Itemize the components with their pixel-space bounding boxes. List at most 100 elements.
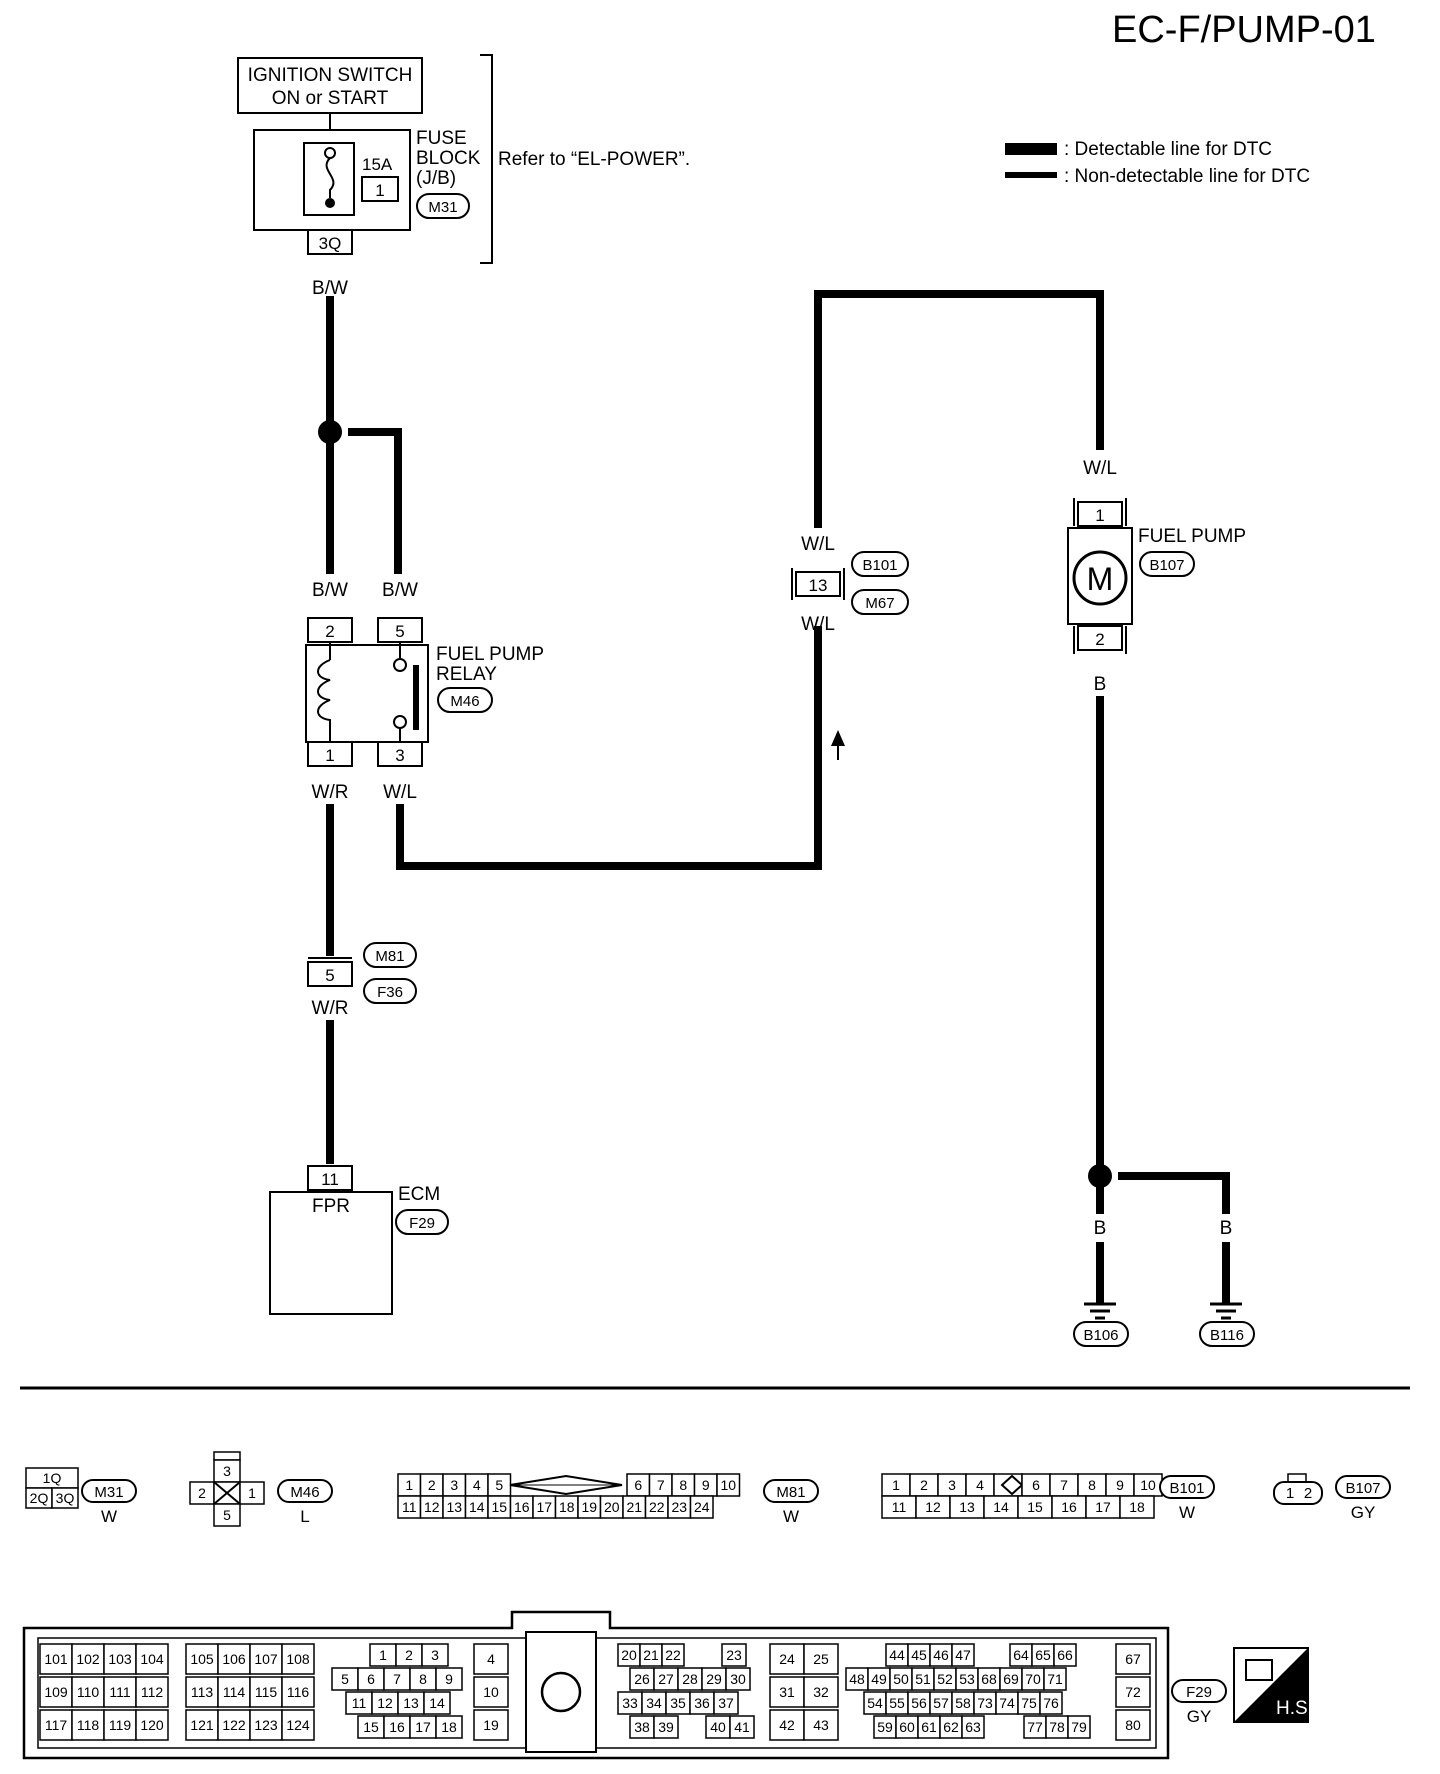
m81-pin-9-label: 9	[702, 1477, 710, 1493]
m31-pin-1q-label: 1Q	[43, 1470, 62, 1486]
f29-pin-13-label: 13	[403, 1695, 419, 1711]
b107-pin-2: 2	[1304, 1485, 1312, 1502]
m81-pin-24	[689, 1495, 714, 1519]
fuse-block-connector: M31	[428, 199, 457, 216]
f29-pin-119-label: 119	[109, 1717, 132, 1733]
ecm-signal: FPR	[312, 1196, 350, 1217]
f29-pin-72	[1115, 1676, 1151, 1708]
relay-pin-1: 1	[325, 746, 334, 765]
fuse-refer: Refer to “EL-POWER”.	[498, 149, 690, 170]
f29-pin-25	[803, 1643, 839, 1675]
wire-label-wr-bottom: W/R	[312, 998, 349, 1019]
m81-pin-11-label: 11	[402, 1499, 417, 1515]
fuel-pump-motor-symbol: M	[1087, 561, 1114, 597]
joint-b101-m67: 13 B101 M67	[791, 551, 909, 615]
f29-pin-59-label: 59	[877, 1719, 893, 1735]
wire-label-wl-pump: W/L	[1083, 458, 1117, 479]
f29-pin-108	[281, 1643, 315, 1675]
f29-pin-120-label: 120	[140, 1717, 164, 1733]
f29-pin-58-label: 58	[955, 1695, 971, 1711]
relay-pin-5: 5	[395, 622, 404, 641]
b101-pin-18	[1119, 1495, 1155, 1519]
m81-pin-24-label: 24	[694, 1499, 710, 1515]
connector-b107-id: B107	[1345, 1480, 1380, 1497]
f29-pin-42-label: 42	[779, 1717, 795, 1733]
f29-pin-32-label: 32	[813, 1684, 829, 1700]
m81-pin-4-label: 4	[473, 1477, 481, 1493]
b101-pin-8-label: 8	[1088, 1477, 1096, 1493]
f29-pin-24-label: 24	[779, 1651, 795, 1667]
f29-pin-104	[135, 1643, 169, 1675]
f29-pin-80	[1115, 1709, 1151, 1741]
f29-pin-57-label: 57	[933, 1695, 949, 1711]
connector-m31-id-oval	[81, 1479, 137, 1503]
fuel-pump-pin-1: 1	[1095, 506, 1104, 525]
f29-pin-12-label: 12	[377, 1695, 393, 1711]
f29-pin-9-label: 9	[445, 1671, 453, 1687]
f29-pin-18-label: 18	[441, 1719, 457, 1735]
f29-pin-122	[217, 1709, 251, 1741]
f29-pin-39-label: 39	[658, 1719, 674, 1735]
f29-pin-121	[185, 1709, 219, 1741]
f29-pin-77-label: 77	[1027, 1719, 1043, 1735]
f29-pin-43	[803, 1709, 839, 1741]
f29-pin-52-label: 52	[937, 1671, 953, 1687]
f29-pin-122-label: 122	[222, 1717, 246, 1733]
b101-pin-13-label: 13	[959, 1499, 975, 1515]
f29-pin-62-label: 62	[943, 1719, 959, 1735]
f29-pin-71-label: 71	[1047, 1671, 1063, 1687]
m81-pin-19-label: 19	[581, 1499, 597, 1515]
relay-label-line2: RELAY	[436, 664, 497, 685]
f29-pin-30	[725, 1667, 751, 1691]
fuel-pump-connector: B107	[1149, 557, 1184, 574]
f29-pin-22-label: 22	[665, 1647, 681, 1663]
f29-pin-64-label: 64	[1013, 1647, 1029, 1663]
joint-m81-oval	[363, 942, 417, 968]
f29-pin-21-label: 21	[643, 1647, 659, 1663]
ecm-connector: F29	[409, 1215, 435, 1232]
f29-pin-25-label: 25	[813, 1651, 829, 1667]
m81-pin-8-label: 8	[679, 1477, 687, 1493]
relay-connector-oval	[437, 687, 493, 713]
f29-pin-7-label: 7	[393, 1671, 401, 1687]
f29-pin-10-label: 10	[483, 1684, 499, 1700]
f29-pin-76-label: 76	[1043, 1695, 1059, 1711]
f29-pin-67-label: 67	[1125, 1651, 1141, 1667]
legend-non-detectable-text: : Non-detectable line for DTC	[1064, 166, 1310, 187]
f29-pin-102-label: 102	[76, 1651, 100, 1667]
f29-pin-37-label: 37	[718, 1695, 734, 1711]
m31-pin-2q-label: 2Q	[30, 1490, 49, 1506]
connector-b101-id: B101	[1169, 1480, 1204, 1497]
fuse-block-connector-oval	[416, 193, 470, 219]
fuel-pump-pin-2: 2	[1095, 630, 1104, 649]
wire-label-b-pump: B	[1094, 674, 1107, 695]
f29-pin-63-label: 63	[965, 1719, 981, 1735]
f29-pin-39	[653, 1715, 679, 1739]
f29-pin-37	[713, 1691, 739, 1715]
f29-pin-9	[435, 1667, 463, 1691]
b101-pin-11-label: 11	[892, 1499, 907, 1515]
f29-pin-73-label: 73	[977, 1695, 993, 1711]
f29-pin-47	[951, 1643, 975, 1667]
f29-pin-75-label: 75	[1021, 1695, 1037, 1711]
f29-pin-112-label: 112	[141, 1684, 164, 1700]
f29-pin-115-label: 115	[255, 1684, 278, 1700]
wire-label-wr-top: W/R	[312, 782, 349, 803]
f29-pin-29-label: 29	[706, 1671, 722, 1687]
f29-pin-3	[421, 1643, 449, 1667]
f29-pin-61-label: 61	[921, 1719, 937, 1735]
connector-f29-id-oval	[1171, 1679, 1227, 1703]
f29-pin-107-label: 107	[254, 1651, 278, 1667]
f29-pin-51-label: 51	[915, 1671, 931, 1687]
f29-pin-106-label: 106	[222, 1651, 246, 1667]
f29-pin-109-label: 109	[44, 1684, 68, 1700]
f29-pin-115	[249, 1676, 283, 1708]
f29-pin-14	[423, 1691, 451, 1715]
fuel-pump-relay: 2 5 1 3 FUEL PUMP RELAY M46	[305, 617, 544, 767]
fuse-block-line1: FUSE	[416, 128, 467, 149]
f29-pin-101-label: 101	[44, 1651, 68, 1667]
f29-pin-4-label: 4	[487, 1651, 495, 1667]
m81-pin-7-label: 7	[657, 1477, 665, 1493]
